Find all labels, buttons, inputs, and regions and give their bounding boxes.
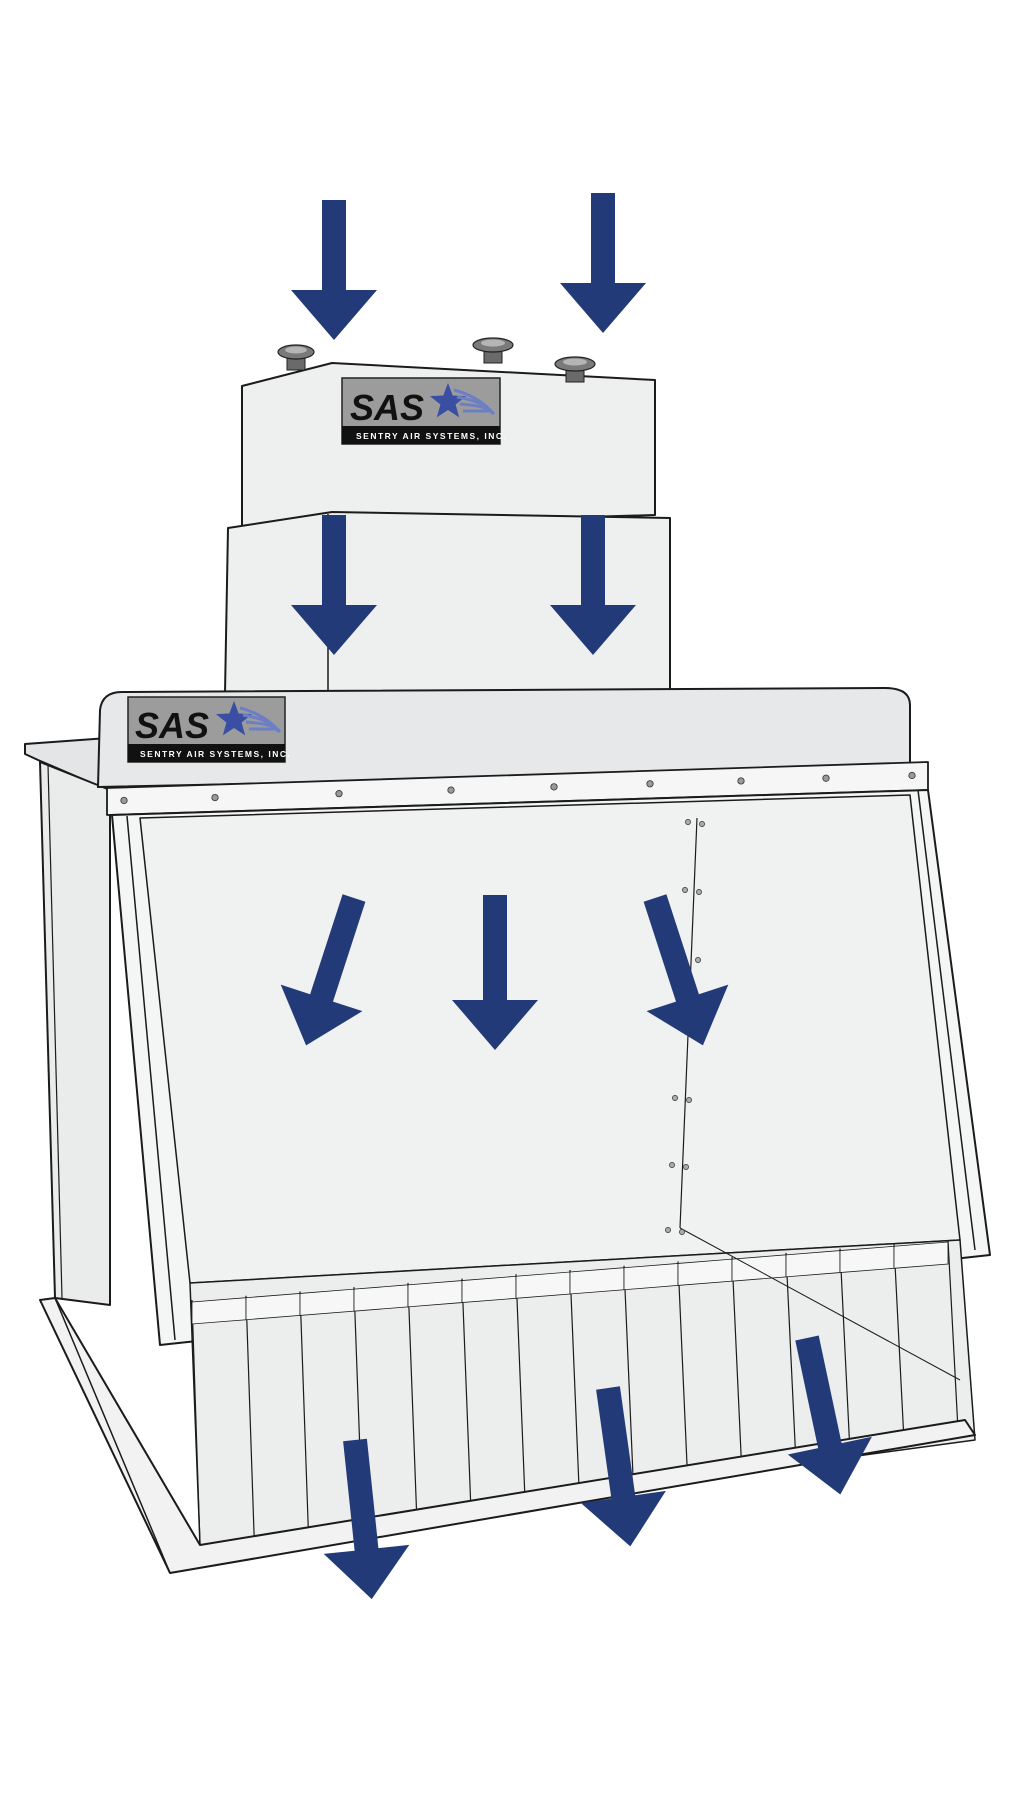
logo-hood-main: SAS [135,705,209,746]
seam-clip-a-0 [685,819,691,825]
sash-left-edge [126,815,176,1341]
arrow-exit-left-icon [323,1438,410,1600]
seam-clip-a-1 [682,887,688,893]
arrow-hood-right-icon [643,894,729,1046]
back-panel-divider-8 [623,1265,634,1480]
logo-star-shape-1 [215,701,253,736]
base-left-line [54,1297,171,1574]
arrow-hood-center-icon [452,895,538,1050]
seam-clip-b-3 [686,1097,692,1103]
seam-clip-b-1 [696,889,702,895]
trim-screw-2 [335,790,343,798]
logo-top-star-icon [429,383,496,418]
sash-glass [139,794,961,1284]
back-panel-divider-12 [839,1248,851,1447]
hood-body [24,337,991,1574]
arrow-exit-center-icon [580,1386,666,1547]
arrow-filter-left-icon [291,515,377,655]
back-panel-divider-13 [893,1244,905,1439]
left-side-inner-edge [47,764,63,1299]
back-panel-cap-5 [461,1275,517,1304]
back-panel-cap-13 [893,1241,949,1269]
back-panel-cap-12 [839,1245,895,1274]
back-panel-divider-9 [677,1261,688,1472]
back-panel-divider-4 [407,1282,418,1513]
exhaust-knob-shine-0 [285,346,307,354]
arrow-filter-right-icon [550,515,636,655]
logo-hood-star-icon [215,701,282,736]
sash-right-edge [917,789,976,1251]
logo-hood-band [128,744,285,762]
logo-top-sub: SENTRY AIR SYSTEMS, INC. [356,431,507,441]
back-panel-cap-1 [245,1292,301,1321]
back-panel-cap-10 [731,1254,787,1282]
back-panel-divider-1 [245,1295,255,1537]
back-panel-cap-7 [569,1267,625,1295]
back-panel-divider-6 [515,1274,526,1496]
trim-screw-6 [737,777,745,785]
exhaust-knob-shine-2 [563,358,587,366]
arrow-intake-right-icon [560,193,646,333]
back-panel-divider-14 [947,1239,959,1431]
back-panel-cap-0 [191,1297,247,1325]
header-fascia [96,686,911,789]
seam-clip-b-2 [695,957,701,963]
seam-clip-b-0 [699,821,705,827]
back-panel-cap-2 [299,1288,355,1316]
back-panel-divider-7 [569,1269,580,1488]
trim-screw-4 [550,783,558,791]
trim-screw-0 [120,796,128,805]
logo-star-shape-0 [429,383,467,418]
exhaust-knob-shine-1 [481,339,505,347]
logo-top-main: SAS [350,387,424,428]
back-panel-cap-9 [677,1258,733,1286]
trim-screw-3 [447,786,455,794]
seam-clip-b-5 [679,1229,685,1235]
back-panel-divider-2 [299,1291,309,1529]
trim-screw-1 [211,793,219,802]
seam-clip-a-4 [669,1162,675,1168]
logo-top-band [342,426,500,444]
left-side-panel [39,761,111,1306]
back-panel-divider-10 [731,1257,743,1463]
trim-screw-8 [908,771,916,780]
arrow-exit-right-icon [787,1335,872,1495]
seam-clip-a-3 [672,1095,678,1101]
back-panel-divider-0 [191,1299,201,1546]
sas-logo-top: SAS SENTRY AIR SYSTEMS, INC. [341,377,507,445]
glass-diagonal-reflection [679,1227,961,1381]
back-panel-cap-8 [623,1262,679,1291]
airflow-arrows [280,193,872,1600]
arrow-intake-left-icon [291,200,377,340]
logo-hood-sub: SENTRY AIR SYSTEMS, INC. [140,749,291,759]
trim-screw-5 [646,780,654,788]
trim-screw-7 [822,774,830,782]
sas-logo-hood: SAS SENTRY AIR SYSTEMS, INC. [127,696,291,763]
back-panel-cap-6 [515,1271,571,1299]
seam-clip-b-4 [683,1164,689,1170]
back-panel-cap-4 [407,1280,463,1308]
back-panel-divider-5 [461,1278,472,1504]
arrow-hood-left-icon [280,894,366,1046]
back-panel-cap-3 [353,1284,409,1312]
seam-clip-a-5 [665,1227,671,1233]
back-panel-cap-11 [785,1250,841,1278]
